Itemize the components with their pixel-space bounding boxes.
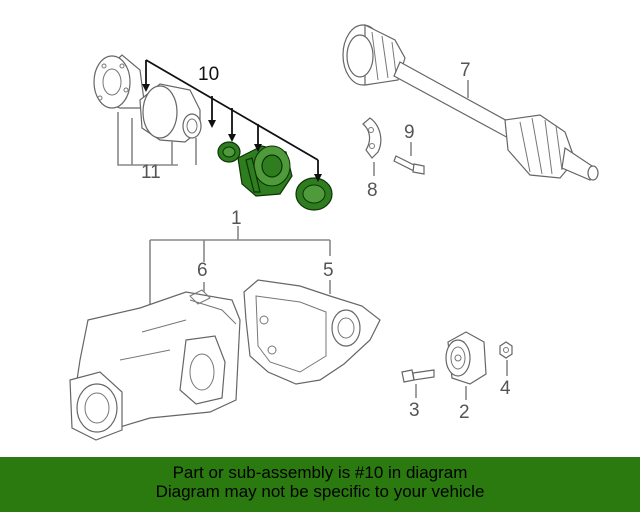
callout-4[interactable]: 4 (500, 378, 511, 399)
part-4-nut[interactable] (499, 341, 513, 359)
callout-11[interactable]: 11 (141, 162, 161, 183)
banner-line-1: Part or sub-assembly is #10 in diagram (172, 463, 468, 482)
leader-10 (145, 59, 319, 174)
part-3-bolt[interactable] (401, 369, 435, 383)
callout-10[interactable]: 10 (198, 64, 219, 85)
callout-7[interactable]: 7 (460, 60, 471, 81)
part-10-ring-small[interactable] (217, 141, 241, 163)
part-7-axle-shaft[interactable] (342, 24, 599, 181)
parts-diagram: 7 8 9 11 (69, 24, 599, 441)
part-2-mount-bushing[interactable] (445, 331, 487, 385)
part-6-differential-housing[interactable] (69, 289, 241, 441)
part-8-bracket[interactable] (362, 117, 382, 159)
banner-line-2: Diagram may not be specific to your vehi… (155, 482, 485, 501)
part-10-ring-large[interactable] (295, 177, 333, 211)
callout-3[interactable]: 3 (409, 400, 420, 421)
callout-1[interactable]: 1 (231, 208, 242, 229)
leader-1 (149, 226, 331, 310)
callout-9[interactable]: 9 (404, 122, 415, 143)
part-11-housing[interactable] (139, 83, 202, 143)
part-9-bolt[interactable] (393, 155, 425, 175)
callout-6[interactable]: 6 (197, 260, 208, 281)
callout-5[interactable]: 5 (323, 260, 334, 281)
callout-8[interactable]: 8 (367, 180, 378, 201)
leader-11 (117, 112, 197, 166)
callout-2[interactable]: 2 (459, 402, 470, 423)
part-10-differential-carrier[interactable] (237, 145, 293, 197)
part-11-cover[interactable] (93, 54, 146, 109)
info-banner: Part or sub-assembly is #10 in diagram D… (0, 457, 640, 512)
part-5-differential-cover[interactable] (243, 279, 381, 385)
